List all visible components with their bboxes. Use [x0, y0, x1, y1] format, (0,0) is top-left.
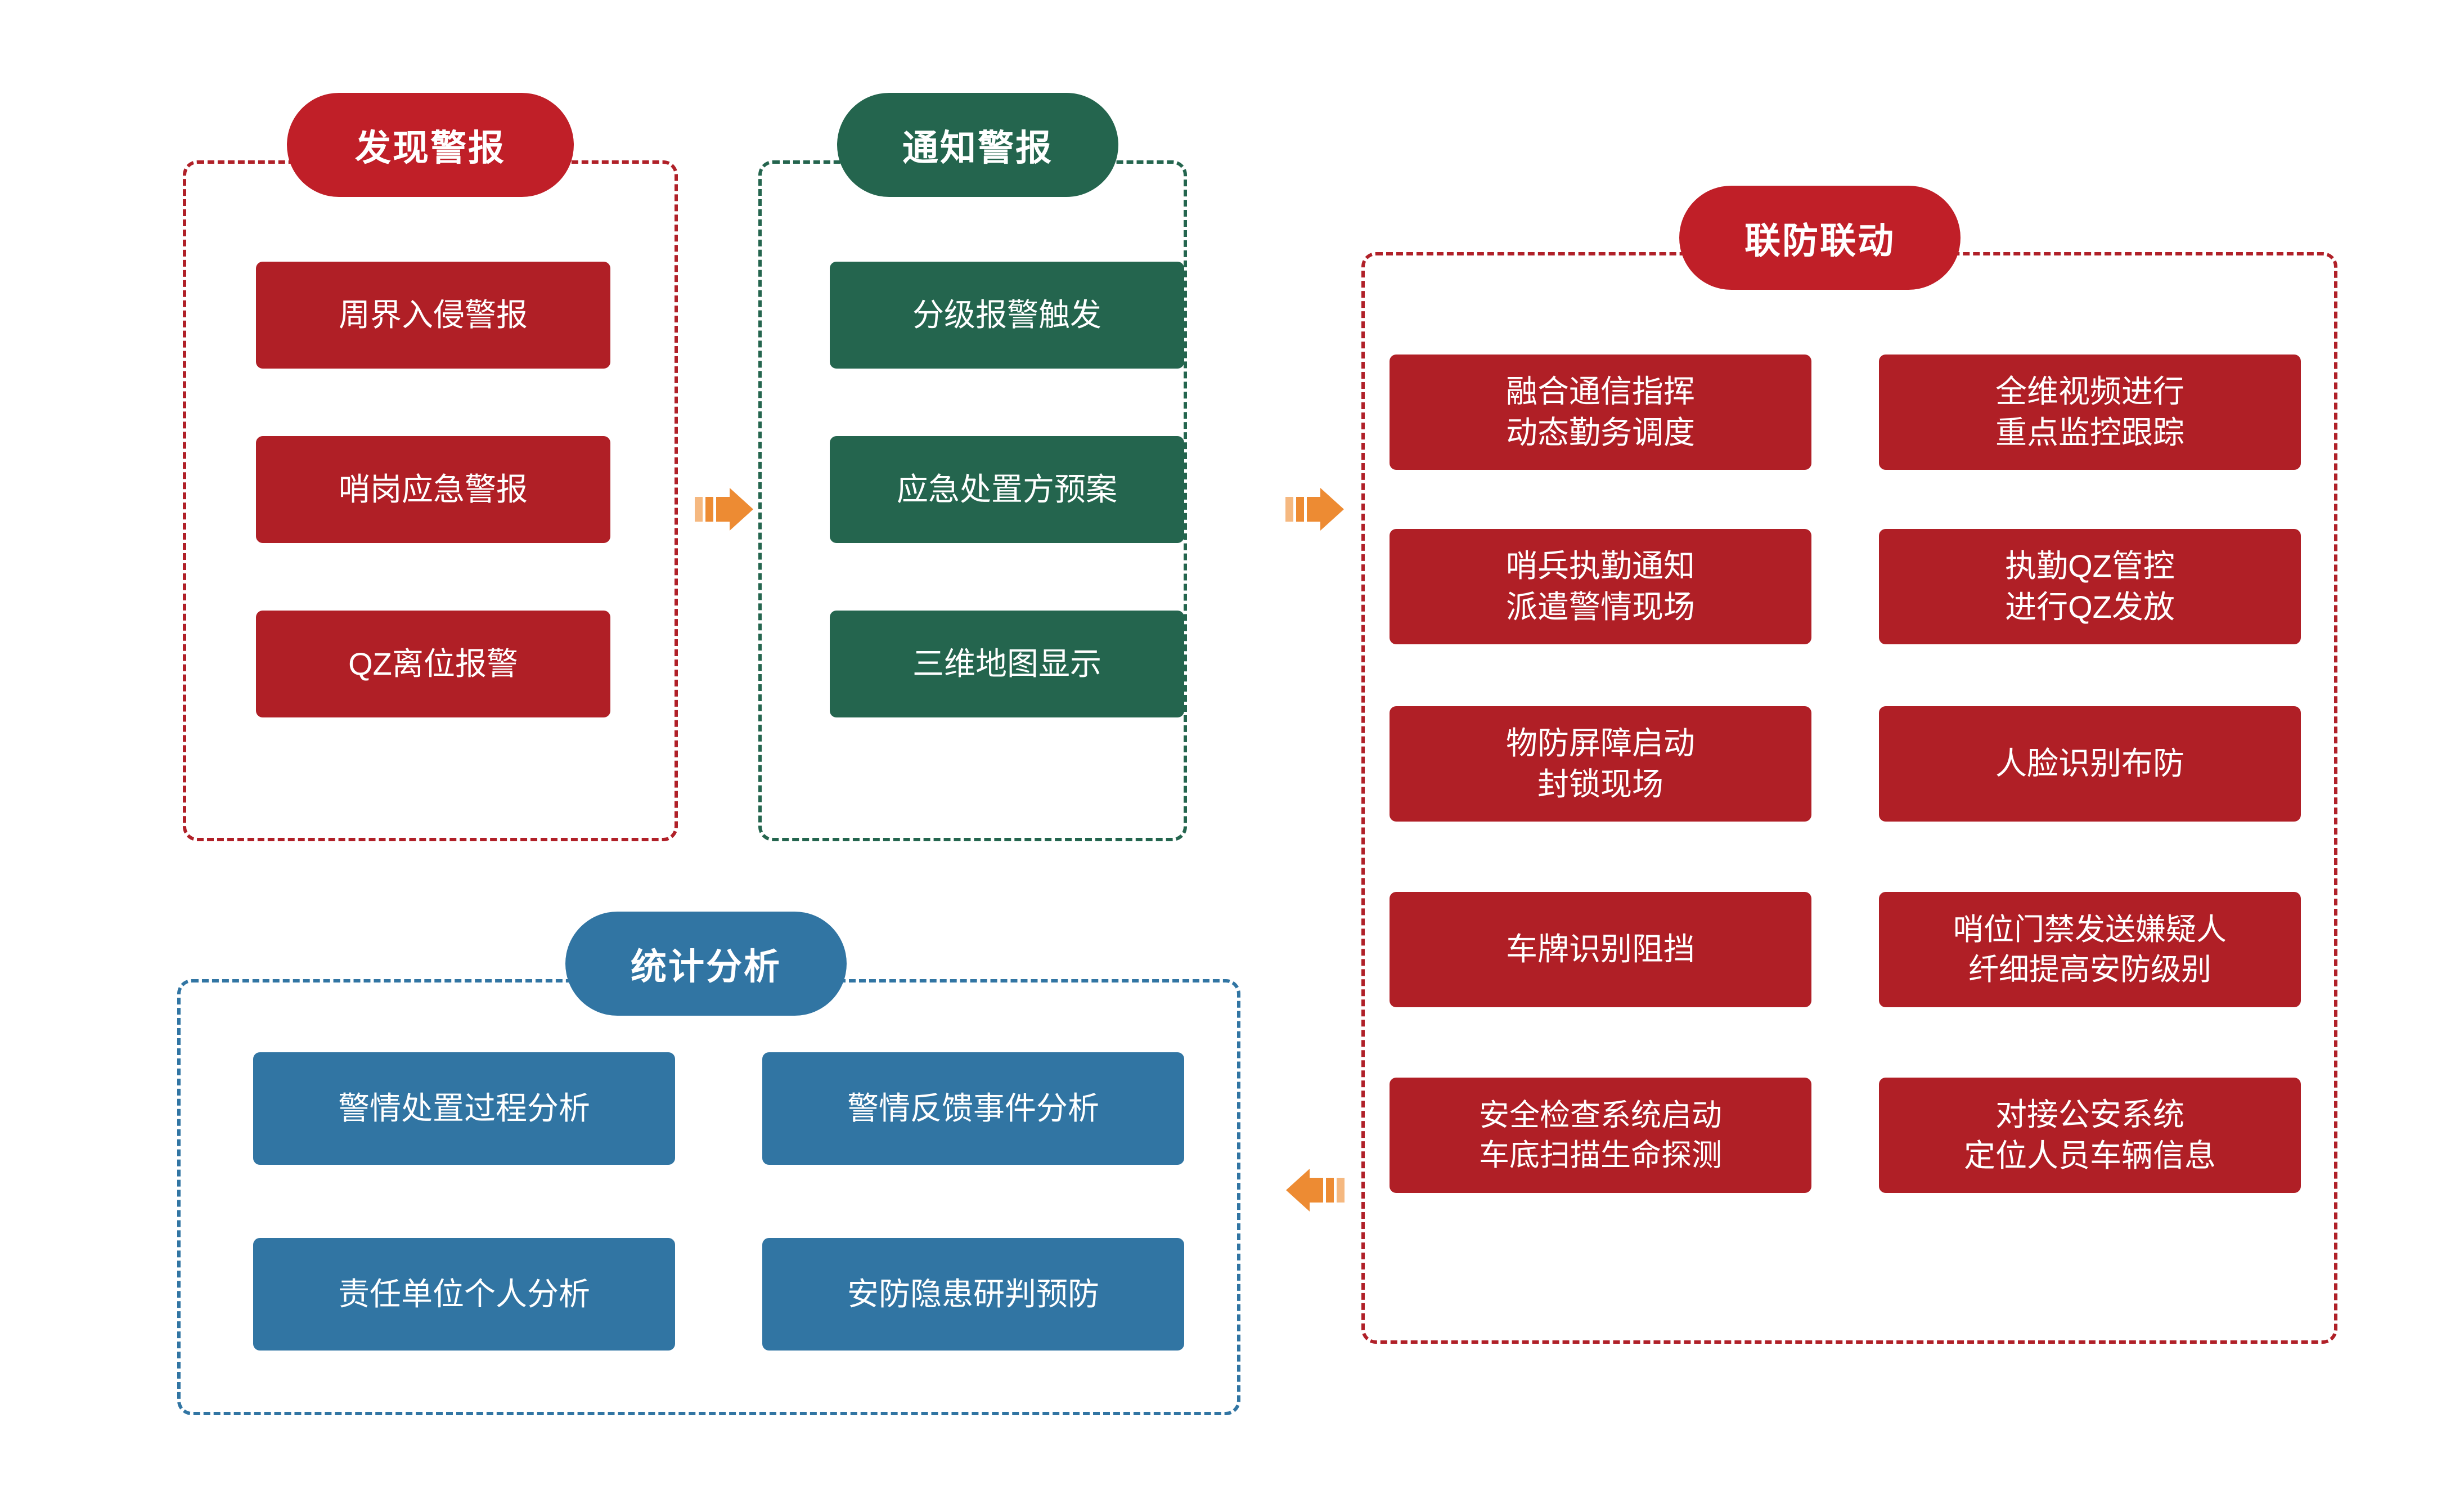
box-joint-defense-6[interactable]: 人脸识别布防	[1879, 706, 2301, 822]
box-notify-alarm-1[interactable]: 分级报警触发	[830, 262, 1184, 369]
box-statistics-analysis-1[interactable]: 警情处置过程分析	[253, 1052, 675, 1165]
panel-header-joint-defense[interactable]: 联防联动	[1679, 186, 1961, 290]
box-joint-defense-2[interactable]: 全维视频进行 重点监控跟踪	[1879, 355, 2301, 470]
box-joint-defense-5[interactable]: 物防屏障启动 封锁现场	[1390, 706, 1811, 822]
box-discover-alarm-3[interactable]: QZ离位报警	[256, 611, 610, 717]
box-notify-alarm-3[interactable]: 三维地图显示	[830, 611, 1184, 717]
arrow-right-icon-notify-to-joint	[1285, 481, 1347, 537]
box-joint-defense-10[interactable]: 对接公安系统 定位人员车辆信息	[1879, 1078, 2301, 1193]
panel-header-discover-alarm[interactable]: 发现警报	[287, 93, 574, 197]
box-joint-defense-3[interactable]: 哨兵执勤通知 派遣警情现场	[1390, 529, 1811, 644]
box-statistics-analysis-4[interactable]: 安防隐患研判预防	[762, 1238, 1184, 1351]
box-joint-defense-9[interactable]: 安全检查系统启动 车底扫描生命探测	[1390, 1078, 1811, 1193]
box-statistics-analysis-3[interactable]: 责任单位个人分析	[253, 1238, 675, 1351]
arrow-left-icon-joint-to-statistics	[1283, 1162, 1345, 1218]
panel-header-statistics-analysis[interactable]: 统计分析	[565, 912, 847, 1016]
panel-header-notify-alarm[interactable]: 通知警报	[837, 93, 1118, 197]
box-joint-defense-8[interactable]: 哨位门禁发送嫌疑人 纤细提高安防级别	[1879, 892, 2301, 1007]
box-statistics-analysis-2[interactable]: 警情反馈事件分析	[762, 1052, 1184, 1165]
box-joint-defense-1[interactable]: 融合通信指挥 动态勤务调度	[1390, 355, 1811, 470]
box-discover-alarm-2[interactable]: 哨岗应急警报	[256, 436, 610, 543]
box-joint-defense-4[interactable]: 执勤QZ管控 进行QZ发放	[1879, 529, 2301, 644]
box-joint-defense-7[interactable]: 车牌识别阻挡	[1390, 892, 1811, 1007]
box-discover-alarm-1[interactable]: 周界入侵警报	[256, 262, 610, 369]
box-notify-alarm-2[interactable]: 应急处置方预案	[830, 436, 1184, 543]
arrow-right-icon-discover-to-notify	[695, 481, 757, 537]
